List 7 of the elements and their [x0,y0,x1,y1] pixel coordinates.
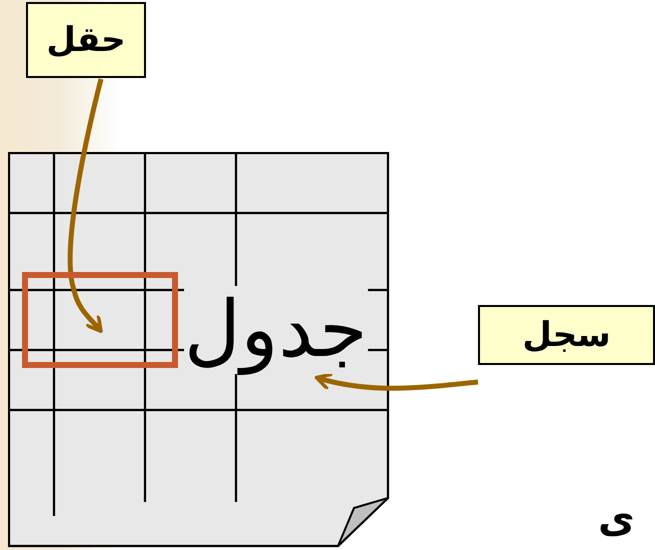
curved-arrow [68,78,104,333]
callout-box: حقل [26,2,146,78]
callout-box: سجل [478,305,655,365]
curved-arrow [314,372,478,391]
text-fragment: ى [598,495,635,543]
table-word: جدول [184,286,368,374]
highlight-frame [22,272,178,368]
